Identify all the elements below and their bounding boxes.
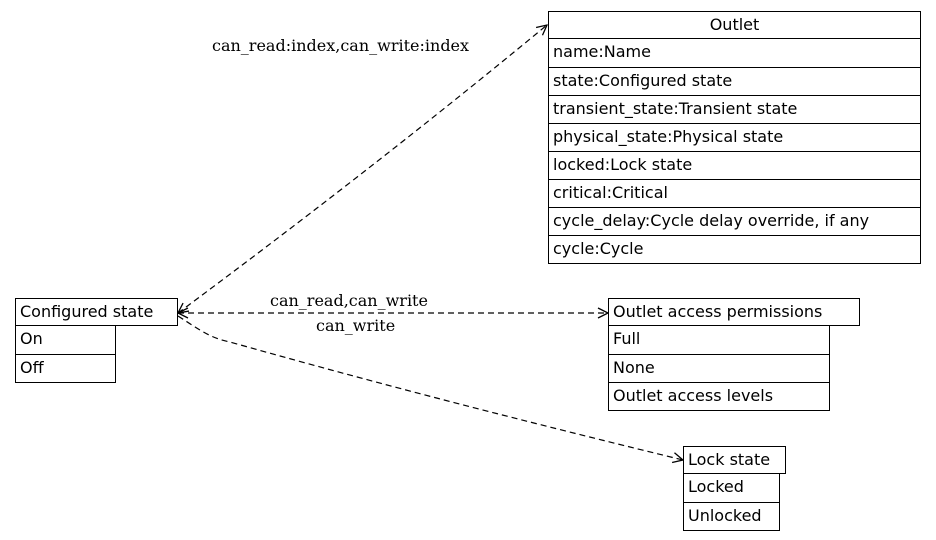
- edge-label-permissions: can_read,can_write: [270, 291, 428, 310]
- lock-state-values: Locked Unlocked: [683, 474, 780, 531]
- outlet-field: locked:Lock state: [549, 151, 920, 179]
- outlet-field: cycle:Cycle: [549, 235, 920, 263]
- outlet-node: Outlet name:Name state:Configured state …: [548, 11, 921, 264]
- edge-label-outlet: can_read:index,can_write:index: [212, 36, 469, 55]
- edge-configured-state-to-outlet: [178, 25, 547, 313]
- outlet-access-permissions-title: Outlet access permissions: [608, 298, 860, 326]
- lock-state-title: Lock state: [683, 446, 786, 474]
- lock-state-value: Locked: [688, 477, 744, 496]
- outlet-field: critical:Critical: [549, 179, 920, 207]
- outlet-access-permissions-values: Full None Outlet access levels: [608, 326, 830, 411]
- edge-label-lock-state: can_write: [316, 316, 395, 335]
- configured-state-value: Off: [16, 354, 115, 382]
- edge-configured-state-to-lock-state: [177, 315, 683, 460]
- outlet-access-permissions-value: None: [609, 354, 829, 382]
- outlet-field: name:Name: [553, 42, 651, 61]
- lock-state-node: Lock state Locked Unlocked: [683, 446, 786, 531]
- outlet-field: transient_state:Transient state: [549, 95, 920, 123]
- outlet-field: cycle_delay:Cycle delay override, if any: [549, 207, 920, 235]
- outlet-title: Outlet: [548, 11, 921, 39]
- outlet-field: state:Configured state: [549, 67, 920, 95]
- outlet-access-permissions-node: Outlet access permissions Full None Outl…: [608, 298, 860, 411]
- configured-state-node: Configured state On Off: [15, 298, 178, 383]
- configured-state-title: Configured state: [15, 298, 178, 326]
- outlet-access-permissions-value: Full: [613, 329, 641, 348]
- lock-state-value: Unlocked: [684, 502, 779, 530]
- configured-state-values: On Off: [15, 326, 116, 383]
- outlet-fields: name:Name state:Configured state transie…: [548, 39, 921, 264]
- outlet-field: physical_state:Physical state: [549, 123, 920, 151]
- configured-state-value: On: [20, 329, 43, 348]
- outlet-access-permissions-value: Outlet access levels: [609, 382, 829, 410]
